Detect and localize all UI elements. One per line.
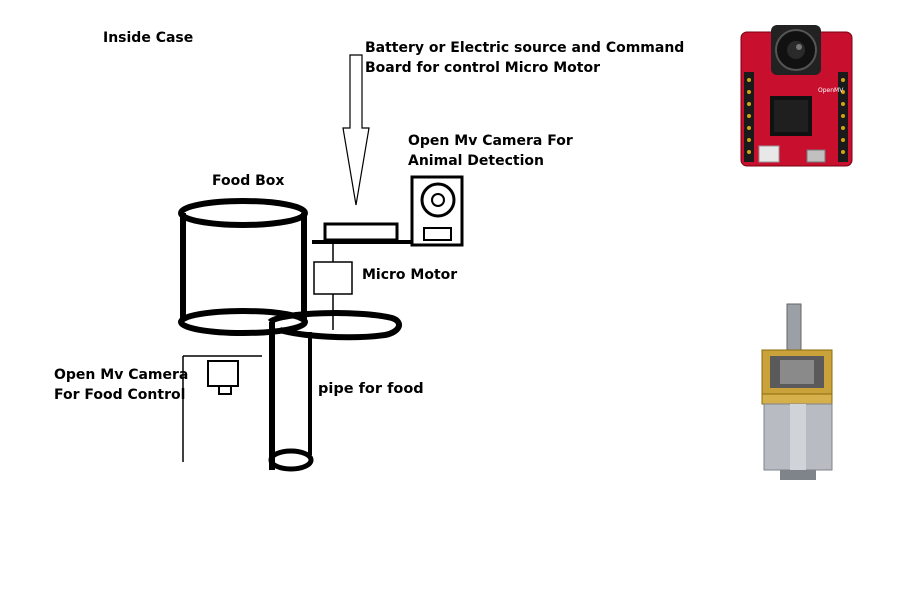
- food-pipe: [268, 322, 314, 472]
- detection-camera-symbol: [410, 175, 464, 247]
- openmv-board-photo: OpenMV: [740, 25, 853, 167]
- micro-motor-symbol: [313, 244, 353, 330]
- food-camera-label-line2: For Food Control: [54, 387, 186, 403]
- feed-tray: [267, 310, 402, 341]
- food-box-label: Food Box: [212, 173, 285, 189]
- micro-motor-photo: [761, 303, 833, 480]
- food-box-cylinder: [178, 198, 308, 336]
- food-camera-label-line1: Open Mv Camera: [54, 367, 189, 383]
- inside-case-label: Inside Case: [103, 30, 194, 46]
- battery-label-line2: Board for control Micro Motor: [365, 60, 600, 76]
- micro-motor-label: Micro Motor: [362, 267, 458, 283]
- food-camera-symbol: [207, 360, 239, 395]
- detection-camera-label-line2: Animal Detection: [408, 153, 544, 169]
- battery-arrow: [342, 54, 370, 206]
- detection-camera-label-line1: Open Mv Camera For: [408, 133, 573, 149]
- command-board: [312, 222, 412, 244]
- board-brand-text: OpenMV: [818, 87, 844, 94]
- battery-label-line1: Battery or Electric source and Command: [365, 40, 685, 56]
- pipe-label: pipe for food: [318, 381, 424, 397]
